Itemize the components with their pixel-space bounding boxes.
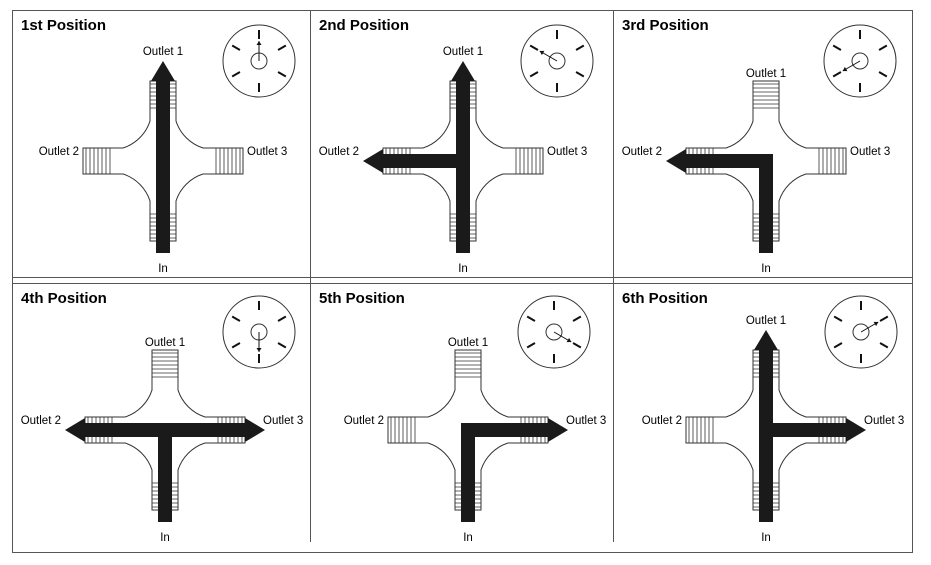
label-outlet-3: Outlet 3 (850, 146, 890, 158)
row-divider-bottom (13, 283, 912, 284)
flow-arrow-outlet-2 (65, 418, 172, 442)
dial-pointer-head-icon (256, 348, 262, 352)
flow-arrow-outlet-3 (158, 418, 265, 442)
dial-face (824, 295, 898, 369)
flow-inlet-stem (759, 154, 773, 253)
label-outlet-1: Outlet 1 (448, 337, 488, 349)
panel-4th-position: 4th Position Outlet 1 Outlet 2 Outlet 3 … (13, 284, 310, 544)
flow-arrow-outlet-2 (363, 149, 470, 173)
valve-housing (387, 349, 549, 511)
panel-title: 6th Position (622, 290, 708, 307)
label-outlet-1: Outlet 1 (143, 46, 183, 58)
flow-arrow-outlet-1 (151, 61, 175, 161)
label-outlet-2: Outlet 2 (21, 415, 61, 427)
flow-inlet-stem (461, 423, 475, 522)
row-divider-top (13, 277, 912, 278)
label-outlet-2: Outlet 2 (642, 415, 682, 427)
dial-face (823, 24, 897, 98)
dial-face (222, 24, 296, 98)
dial-ticks (832, 30, 888, 92)
valve-diagram: 3rd Position Outlet 1 Outlet 2 Outlet 3 … (622, 17, 897, 275)
label-outlet-2: Outlet 2 (39, 146, 79, 158)
flow-inlet-stem (759, 423, 773, 522)
column-divider-2 (613, 11, 614, 542)
label-outlet-3: Outlet 3 (864, 415, 904, 427)
valve-diagram: 5th Position Outlet 1 Outlet 2 Outlet 3 … (319, 290, 606, 544)
flow-inlet-stem (156, 154, 170, 253)
valve-figure (363, 24, 594, 253)
valve-diagram: 1st Position Outlet 1 Outlet 2 Outlet 3 … (21, 17, 296, 275)
panel-5th-position: 5th Position Outlet 1 Outlet 2 Outlet 3 … (311, 284, 613, 544)
dial-face (222, 295, 296, 369)
valve-housing (382, 80, 544, 242)
flow-inlet-stem (456, 154, 470, 253)
flow-arrow-outlet-3 (461, 418, 568, 442)
panel-3rd-position: 3rd Position Outlet 1 Outlet 2 Outlet 3 … (614, 11, 912, 277)
dial-ticks (833, 301, 889, 363)
label-inlet: In (761, 532, 771, 544)
panel-title: 5th Position (319, 290, 405, 307)
panel-1st-position: 1st Position Outlet 1 Outlet 2 Outlet 3 … (13, 11, 310, 277)
dial-face (520, 24, 594, 98)
dial-hub (852, 323, 870, 341)
dial-ticks (529, 30, 585, 92)
dial-pointer-head-icon (539, 50, 545, 56)
dial-pointer-head-icon (873, 321, 879, 327)
panel-6th-position: 6th Position Outlet 1 Outlet 2 Outlet 3 … (614, 284, 912, 544)
dial-ticks (231, 30, 287, 92)
valve-housing (84, 349, 246, 511)
dial-pointer-head-icon (566, 337, 572, 343)
label-outlet-2: Outlet 2 (344, 415, 384, 427)
label-outlet-3: Outlet 3 (566, 415, 606, 427)
valve-figure (65, 295, 296, 522)
panel-2nd-position: 2nd Position Outlet 1 Outlet 2 Outlet 3 … (311, 11, 613, 277)
valve-housing (82, 80, 244, 242)
positions-grid: 1st Position Outlet 1 Outlet 2 Outlet 3 … (12, 10, 913, 553)
dial-hub (548, 52, 566, 70)
label-outlet-2: Outlet 2 (622, 146, 662, 158)
panel-title: 1st Position (21, 17, 106, 34)
panel-title: 4th Position (21, 290, 107, 307)
label-outlet-2: Outlet 2 (319, 146, 359, 158)
label-outlet-3: Outlet 3 (263, 415, 303, 427)
valve-diagram: 6th Position Outlet 1 Outlet 2 Outlet 3 … (622, 290, 904, 544)
label-outlet-3: Outlet 3 (247, 146, 287, 158)
label-inlet: In (463, 532, 473, 544)
label-outlet-3: Outlet 3 (547, 146, 587, 158)
valve-figure (666, 24, 897, 253)
panel-title: 3rd Position (622, 17, 709, 34)
flow-arrow-outlet-1 (754, 330, 778, 430)
dial-pointer-head-icon (842, 66, 848, 72)
flow-arrow-outlet-3 (759, 418, 866, 442)
dial-ticks (231, 301, 287, 363)
flow-arrow-outlet-1 (451, 61, 475, 161)
valve-figure (387, 295, 591, 522)
label-inlet: In (761, 263, 771, 275)
dial-hub (545, 323, 563, 341)
dial-pointer-head-icon (256, 41, 262, 45)
label-outlet-1: Outlet 1 (443, 46, 483, 58)
dial-hub (851, 52, 869, 70)
label-inlet: In (458, 263, 468, 275)
dial-ticks (526, 301, 582, 363)
label-outlet-1: Outlet 1 (746, 315, 786, 327)
valve-housing (685, 80, 847, 242)
valve-housing (685, 349, 847, 511)
panel-title: 2nd Position (319, 17, 409, 34)
column-divider-1 (310, 11, 311, 542)
dial-face (517, 295, 591, 369)
label-inlet: In (158, 263, 168, 275)
flow-inlet-stem (158, 423, 172, 522)
valve-diagram: 4th Position Outlet 1 Outlet 2 Outlet 3 … (21, 290, 304, 544)
label-outlet-1: Outlet 1 (746, 68, 786, 80)
flow-arrow-outlet-2 (666, 149, 773, 173)
valve-figure (685, 295, 898, 522)
label-outlet-1: Outlet 1 (145, 337, 185, 349)
valve-diagram: 2nd Position Outlet 1 Outlet 2 Outlet 3 … (319, 17, 594, 275)
valve-figure (82, 24, 296, 253)
label-inlet: In (160, 532, 170, 544)
